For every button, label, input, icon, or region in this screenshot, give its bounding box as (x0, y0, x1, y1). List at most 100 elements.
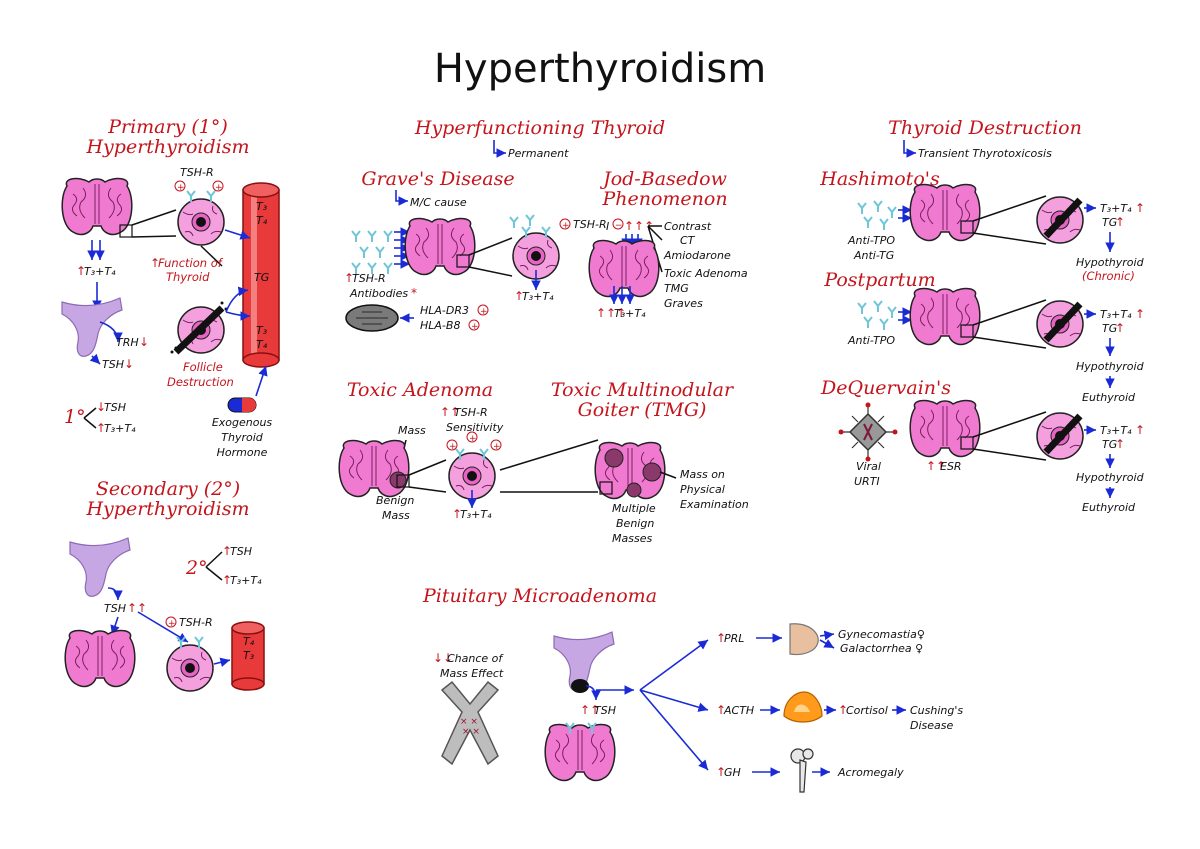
benign-mass-2: Mass (382, 509, 410, 522)
svg-text:+: + (480, 307, 488, 317)
destruction-heading: Thyroid Destruction (888, 117, 1082, 139)
function-label-1: Function of (158, 256, 224, 270)
vessel-tg: TG (254, 271, 269, 284)
hla-dr3: HLA-DR3 (420, 304, 469, 317)
tsh-r-sens-2: Sensitivity (446, 421, 504, 434)
dequervain-esr: ESR (940, 460, 962, 473)
hashimoto-chronic: (Chronic) (1082, 269, 1135, 283)
tmg-heading-line1: Toxic Multinodular (551, 379, 735, 401)
dequervain-viral-2: URTI (854, 475, 880, 488)
postpartum-heading: Postpartum (823, 269, 935, 291)
tmg-multi-1: Multiple (612, 502, 656, 515)
primary-degree: 1° (64, 406, 86, 428)
postpartum-tg: TG (1102, 322, 1117, 335)
hashimoto-ab2: Anti-TG (853, 249, 894, 262)
toxic-adenoma-heading: Toxic Adenoma (347, 379, 493, 401)
hashimoto-thyroid-icon (909, 183, 981, 242)
virus-icon (838, 402, 898, 462)
cushing-1: Cushing's (910, 704, 963, 717)
svg-text:↑↑: ↑↑ (926, 459, 946, 473)
hashimoto-hypo: Hypothyroid (1076, 256, 1145, 269)
vessel-t4-lower: T₄ (256, 338, 268, 351)
tsh-r-label: TSH-R (180, 166, 214, 179)
vessel-t4: T₄ (256, 214, 268, 227)
hyperfunctioning-section: Hyperfunctioning Thyroid Permanent Grave… (338, 117, 749, 545)
jod-heading-line2: Phenomenon (601, 188, 727, 210)
tmg-mass-3: Examination (680, 498, 749, 511)
svg-text:↑↑: ↑↑ (127, 601, 147, 615)
secondary-degree: 2° (185, 557, 208, 579)
svg-text:↑: ↑ (838, 703, 848, 717)
acromegaly-label: Acromegaly (837, 766, 904, 779)
svg-text:× ×: × × (460, 717, 478, 727)
graves-thyroid-icon (404, 217, 476, 276)
secondary-heading-line1: Secondary (2°) (96, 478, 240, 500)
postpartum-t3t4: T₃+T₄ (1100, 308, 1132, 321)
hashimoto-heading: Hashimoto's (819, 168, 940, 190)
graves-t3t4: T₃+T₄ (522, 290, 554, 303)
secondary-deg-t3t4: T₃+T₄ (230, 574, 262, 587)
exo-label-3: Hormone (217, 446, 268, 459)
breast-icon (789, 623, 819, 656)
svg-text:↑: ↑ (1135, 423, 1145, 437)
svg-text:↑↑: ↑↑ (580, 703, 600, 717)
pituitary-tsh: TSH (594, 704, 616, 717)
svg-text:↓↓: ↓↓ (433, 651, 453, 665)
exo-label-2: Thyroid (221, 431, 264, 444)
svg-text:↓: ↓ (139, 335, 149, 349)
jod-item-tmg: TMG (664, 282, 689, 295)
postpartum-ab1: Anti-TPO (847, 334, 895, 347)
adenoma-mass-label: Mass (398, 424, 426, 437)
function-label-2: Thyroid (166, 270, 210, 284)
primary-heading-line2: Hyperthyroidism (85, 136, 249, 158)
prl-label: PRL (724, 632, 744, 645)
pituitary-thyroid-icon (544, 723, 616, 782)
hyperfunctioning-note: Permanent (508, 147, 569, 160)
tmg-mass-1: Mass on (680, 468, 725, 481)
svg-text:↑: ↑ (1115, 321, 1125, 335)
svg-text:+: + (493, 442, 501, 452)
svg-text:↑: ↑ (716, 703, 726, 717)
secondary-thyroid-icon (64, 629, 136, 688)
svg-text:↑: ↑ (1135, 201, 1145, 215)
hashimoto-tg: TG (1102, 216, 1117, 229)
dequervain-tg: TG (1102, 438, 1117, 451)
svg-text:↑: ↑ (514, 289, 524, 303)
jod-item-ct: CT (680, 234, 696, 247)
svg-text:↓: ↓ (96, 400, 106, 414)
hla-b8: HLA-B8 (420, 319, 460, 332)
postpartum-eu: Euthyroid (1082, 391, 1136, 404)
secondary-deg-tsh: TSH (230, 545, 252, 558)
optic-chiasm-icon: × × × × (440, 680, 500, 766)
jod-t3t4: T₃+T₄ (614, 307, 646, 320)
jod-iodine: I (606, 220, 609, 233)
svg-text:× ×: × × (462, 727, 480, 737)
dequervain-heading: DeQuervain's (820, 377, 951, 399)
jod-item-contrast: Contrast (664, 220, 712, 233)
svg-text:+: + (177, 183, 185, 193)
svg-text:↑: ↑ (1115, 215, 1125, 229)
svg-text:↑: ↑ (96, 421, 106, 435)
vessel-t3-lower: T₃ (256, 324, 268, 337)
svg-text:↓: ↓ (124, 357, 134, 371)
svg-text:↑↑↑: ↑↑↑ (624, 219, 654, 233)
acth-label: ACTH (723, 704, 754, 717)
svg-text:↑↑: ↑↑ (440, 405, 460, 419)
tmg-mass-2: Physical (680, 483, 725, 496)
svg-text:−: − (615, 221, 623, 231)
jod-item-amiodarone: Amiodarone (663, 249, 731, 262)
svg-text:+: + (168, 619, 176, 629)
secondary-vessel-t4: T₄ (243, 635, 255, 648)
svg-text:↑: ↑ (76, 264, 86, 278)
antibody-icon (351, 230, 393, 275)
dequervain-hypo: Hypothyroid (1076, 471, 1145, 484)
graves-ab-label1: TSH-R (352, 272, 386, 285)
follicle-cell-icon (177, 198, 225, 246)
primary-t3t4: T₃+T₄ (84, 265, 116, 278)
follicle-label-1: Follicle (183, 360, 223, 374)
svg-text:↑: ↑ (716, 765, 726, 779)
page-title: Hyperthyroidism (434, 46, 766, 92)
secondary-heading-line2: Hyperthyroidism (85, 498, 249, 520)
dequervain-viral-1: Viral (856, 460, 881, 473)
